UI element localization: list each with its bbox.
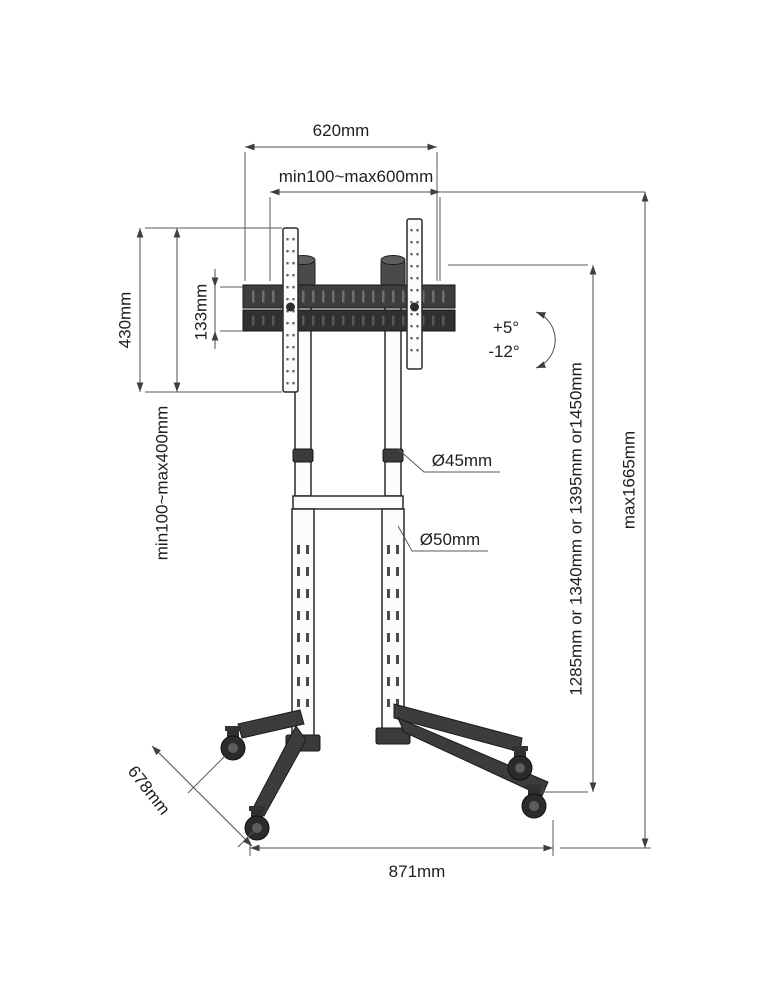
dim-label-top-width: 620mm [313,121,370,140]
caster-rear-right [507,746,533,781]
leg-front-left [251,725,307,817]
caster-front-right [521,784,547,819]
dim-label-upper-pole-diameter: Ø45mm [432,451,492,470]
dim-vesa-height: min100~max400mm [152,228,181,561]
vesa-bracket-right [406,218,423,370]
tilt-annotation: +5° -12° [488,311,556,369]
dim-vesa-width: min100~max600mm [269,167,645,281]
pole-collar-right [382,448,404,463]
leg-rear-left [237,709,305,739]
dim-label-rail-height: 133mm [191,284,210,341]
floor-stand-drawing [220,218,549,841]
column-slots [297,545,399,707]
dim-lower-pole-diameter: Ø50mm [397,525,488,552]
dim-max-height: max1665mm [560,192,651,849]
dim-bracket-height: 430mm [115,227,282,393]
dim-label-vesa-height: min100~max400mm [152,406,171,561]
dim-label-max-height: max1665mm [619,431,638,529]
lock-knob-left [286,302,295,312]
dim-base-width: 871mm [249,820,554,881]
pole-collar-left [292,448,314,463]
dim-label-vesa-width: min100~max600mm [279,167,434,186]
dim-height-options: 1285mm or 1340mm or 1395mm or1450mm [448,264,597,793]
dim-top-width: 620mm [244,121,438,281]
dim-label-height-options: 1285mm or 1340mm or 1395mm or1450mm [566,362,585,696]
mounting-rail [242,284,456,332]
lock-knob-right [410,302,419,312]
dim-base-depth: 678mm [124,745,256,848]
leg-front-right [397,717,549,797]
tilt-up-label: +5° [493,318,519,337]
dim-label-base-depth: 678mm [124,762,174,818]
dim-label-base-width: 871mm [389,862,446,881]
pole-cap-right [380,255,406,287]
lower-column-left [291,508,315,743]
crossbar [292,495,404,510]
dim-rail-height: 133mm [191,269,243,349]
tilt-down-label: -12° [488,342,519,361]
dim-label-lower-pole-diameter: Ø50mm [420,530,480,549]
dim-label-bracket-height: 430mm [115,292,134,349]
vesa-bracket-left [282,227,299,393]
dim-upper-pole-diameter: Ø45mm [397,448,500,473]
column-foot-right [375,727,411,745]
